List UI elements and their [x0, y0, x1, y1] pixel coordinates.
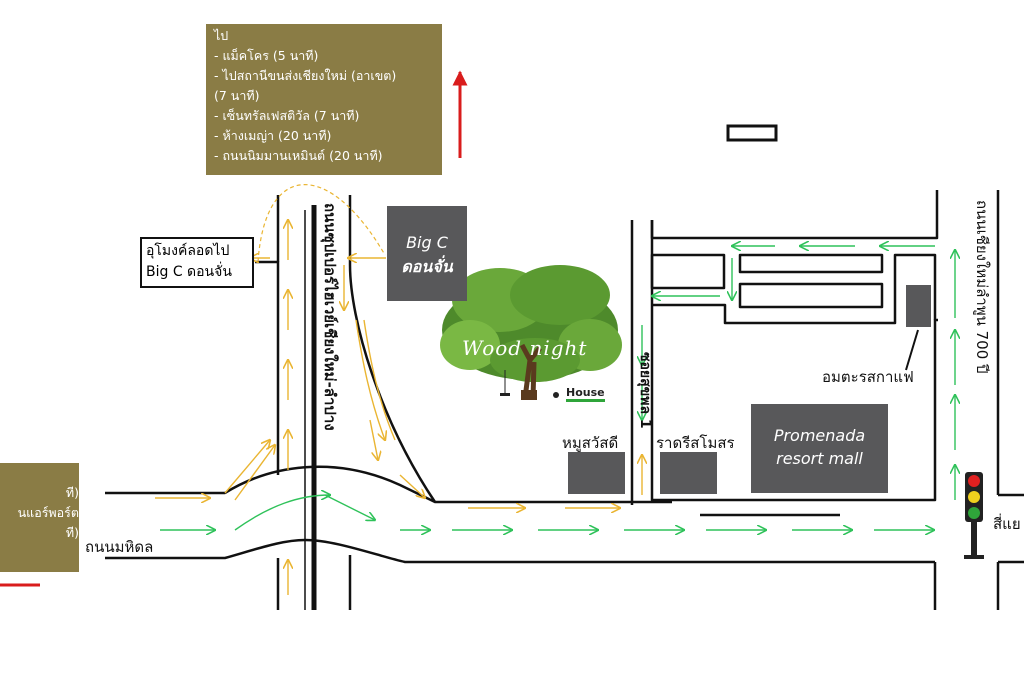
woodnight-house-text: House [566, 386, 605, 402]
road-edges [105, 190, 1024, 610]
directions-line: - ไปสถานีขนส่งเชียงใหม่ (อาเขต) [214, 68, 397, 83]
map-marker-rectangle [726, 124, 778, 142]
tunnel-label-line1: อุโมงค์ลอดไป [146, 243, 230, 259]
moo-sawasdee-building [568, 452, 625, 494]
directions-line: - เซ็นทรัลเฟสติวัล (7 นาที) [214, 108, 360, 123]
left-box-line: นแอร์พอร์ต [17, 505, 79, 520]
tunnel-label: อุโมงค์ลอดไป Big C ดอนจั่น [140, 237, 254, 288]
bigc-label-line2: ดอนจั่น [401, 257, 453, 276]
left-directions-box: ที) นแอร์พอร์ต ที) [0, 463, 79, 572]
tree-icon [440, 265, 622, 400]
intersection-label: สี่แย [993, 515, 1021, 533]
rot-d-somsorn-label: ราดรีสโมสร [656, 434, 735, 452]
promenada-building: Promenada resort mall [751, 404, 888, 493]
tunnel-label-line2: Big C ดอนจั่น [146, 264, 232, 280]
woodnight-logo-text: Wood night [462, 336, 588, 360]
soi-sukphol-road-label: ซอยสุขพล 1 [637, 352, 653, 429]
amata-cafe-label: อมตะรสกาแฟ [822, 368, 914, 386]
rot-d-somsorn-building [660, 452, 717, 494]
tunnel-dashed-route [257, 184, 386, 263]
directions-line: (7 นาที) [214, 88, 260, 103]
left-box-line: ที) [65, 485, 79, 500]
directions-line: - ถนนนิมมานเหมินต์ (20 นาที) [214, 148, 383, 163]
directions-box: ไป - แม็คโคร (5 นาที) - ไปสถานีขนส่งเชีย… [206, 24, 442, 175]
superhighway-road-label: ถนนซุปเปอร์ไฮเวย์เชียงใหม่-ลำปาง [321, 203, 339, 431]
moo-sawasdee-label: หมูสวัสดี [562, 434, 619, 452]
yellow-arrows [155, 220, 642, 595]
amata-cafe-building [906, 285, 931, 327]
bigc-donchan-building: Big C ดอนจั่น [387, 206, 467, 301]
directions-title: ไป [214, 28, 229, 43]
directions-line: - แม็คโคร (5 นาที) [214, 48, 319, 63]
green-arrows [160, 246, 955, 530]
bigc-label-line1: Big C [406, 233, 448, 252]
directions-line: - ห้างเมญ่า (20 นาที) [214, 128, 332, 143]
mahidol-road-label: ถนนมหิดล [85, 538, 154, 556]
left-box-line: ที) [65, 525, 79, 540]
traffic-light-icon [964, 472, 984, 559]
promenada-label-line1: Promenada [773, 426, 866, 445]
chiangmai-lamphun-road-label: ถนนเชียงใหม่ลำพูน 700 ปี [973, 200, 991, 374]
promenada-label-line2: resort mall [776, 449, 863, 468]
